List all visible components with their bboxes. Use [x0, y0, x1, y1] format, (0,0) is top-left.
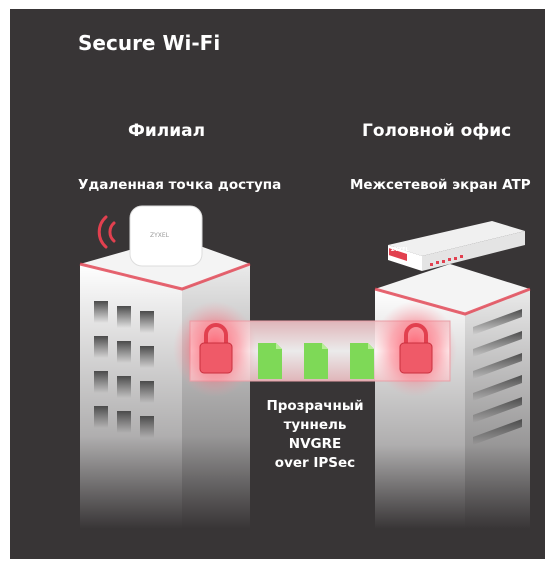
network-scene: ZYXEL ZYXEL	[79, 205, 531, 529]
padlock-icon	[199, 323, 233, 374]
access-point-label: Удаленная точка доступа	[78, 177, 282, 193]
diagram-panel: ZYXEL ZYXEL Secure Wi-Fi Филиал Голов	[10, 9, 545, 559]
packet-icon	[304, 343, 328, 379]
tunnel-label-line: Прозрачный	[266, 398, 364, 414]
firewall-label: Межсетевой экран ATP	[350, 177, 531, 193]
page-title: Secure Wi-Fi	[78, 31, 221, 55]
tunnel-label-line: NVGRE	[288, 436, 342, 452]
wifi-signal-icon	[97, 215, 116, 249]
ap-brand-text: ZYXEL	[150, 232, 170, 239]
padlock-icon	[399, 323, 433, 374]
tunnel-label-line: туннель	[283, 417, 347, 433]
packet-icon	[350, 343, 374, 379]
packet-icon	[258, 343, 282, 379]
tunnel-label: Прозрачный туннель NVGRE over IPSec	[230, 397, 400, 473]
firewall-device: ZYXEL	[388, 221, 525, 271]
firewall-brand-text: ZYXEL	[391, 247, 410, 253]
branch-label: Филиал	[128, 121, 206, 141]
hq-label: Головной офис	[362, 121, 512, 141]
access-point-device: ZYXEL	[129, 205, 203, 267]
tunnel-label-line: over IPSec	[274, 455, 356, 471]
